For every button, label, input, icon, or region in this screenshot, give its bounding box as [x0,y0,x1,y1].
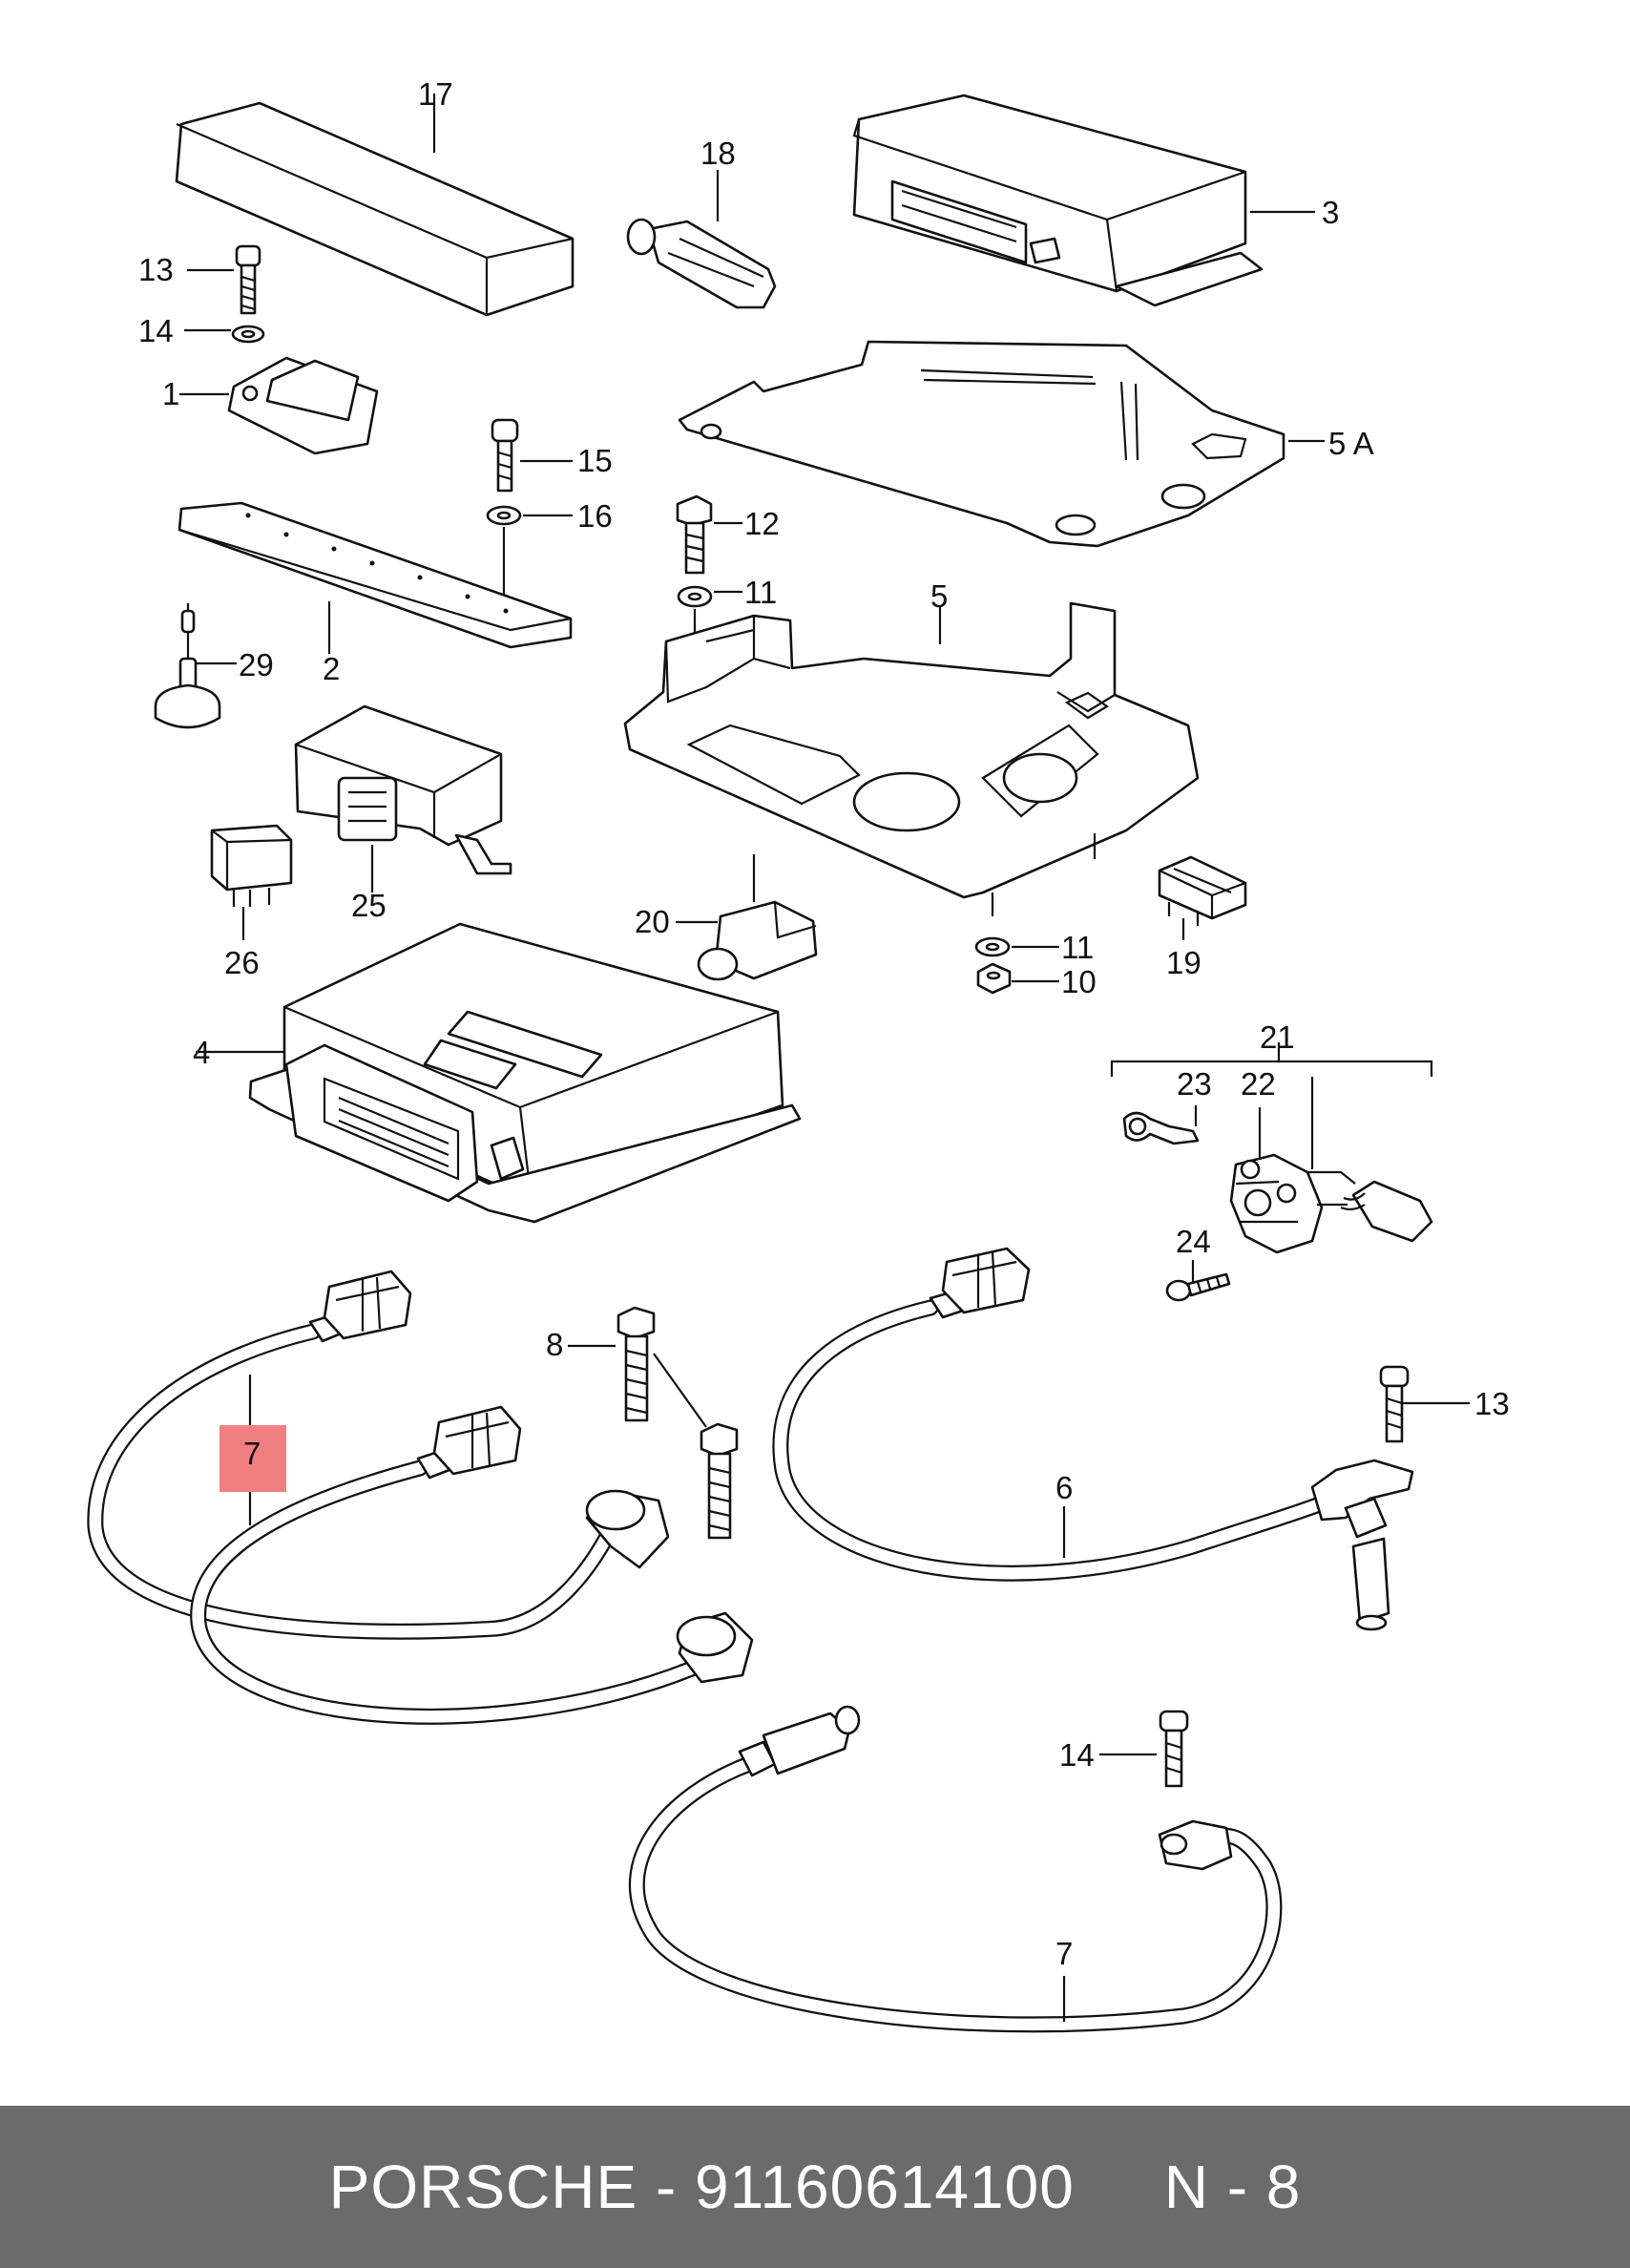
callout-11-lower: 11 [1061,930,1094,965]
callout-8: 7 [243,1436,261,1471]
callout-2: 2 [323,651,340,686]
part-25-clip [1122,1105,1200,1145]
callout-1: 1 [162,376,179,411]
callout-14: 14 [1059,1737,1095,1773]
part-18-washer [486,505,573,603]
part-26-screw [1165,1260,1231,1302]
part-8-knock-sensor-harness [87,1270,754,1725]
callout-20: 18 [700,136,736,171]
part-20-grease-tube [626,170,777,309]
part-5a-plate [678,340,1325,548]
part-4-dme-unit [196,922,802,1224]
part-15-screw [187,244,261,315]
callout-26: 24 [1176,1224,1211,1259]
callout-6: 6 [1055,1470,1073,1505]
callout-23: 21 [1260,1019,1295,1055]
callout-5: 5 [930,578,948,614]
callout-7: 7 [1055,1936,1073,1971]
part-1-ignition-module [179,356,379,455]
callout-22: 20 [635,904,670,939]
part-6-speed-sensor [772,1247,1414,1631]
part-12-bolt [676,494,742,575]
part-5-bracket [623,601,1200,916]
callout-5a: 5 A [1328,426,1374,461]
footer-part-number: PORSCHE - 91160614100 N - 8 [328,2152,1302,2221]
part-7-reference-sensor [628,1705,1283,2033]
callout-24: 22 [1241,1066,1276,1102]
callout-16: 14 [138,313,174,348]
callout-19: 17 [418,76,453,112]
callout-10: 10 [1061,964,1097,999]
part-28-relay [210,824,293,940]
highlight-box [219,1425,286,1492]
footer-bar: PORSCHE - 91160614100 N - 8 [0,2106,1630,2268]
part-11-washer-lower [974,936,1059,957]
callout-21: 19 [1166,945,1202,980]
part-14-screw [1099,1710,1189,1788]
part-3-control-unit [852,94,1315,307]
callout-17: 15 [577,443,613,478]
callout-labels: 17 18 3 13 14 1 5 A 15 16 12 11 5 29 2 2… [138,76,1510,1971]
callout-28: 26 [224,945,260,980]
part-16-washer [184,325,265,344]
part-19-cover [175,94,575,317]
part-11-washer-upper [677,585,742,659]
parts-diagram: 17 18 3 13 14 1 5 A 15 16 12 11 5 29 2 2… [87,76,1510,2033]
part-10-nut [976,962,1059,995]
part-22-sensor [676,854,818,981]
part-23-bracket [1110,1042,1433,1077]
part-2-gasket [178,501,573,654]
callout-12: 12 [744,506,780,541]
callout-9: 8 [546,1327,563,1362]
callout-29: 29 [239,647,274,682]
callout-4: 4 [193,1035,210,1070]
part-29-plug [154,603,237,729]
part-9-bolts [568,1306,739,1540]
callout-13: 13 [1474,1386,1510,1421]
callout-15: 13 [138,252,174,287]
callout-25: 23 [1177,1066,1212,1102]
part-13-screw [1379,1365,1470,1443]
callout-27: 25 [351,888,387,923]
callout-18: 16 [577,498,613,534]
part-17-screw [491,418,573,493]
callout-11-upper: 11 [744,575,777,610]
part-21-connector [1158,855,1247,940]
part-27-relay-box [294,704,512,892]
part-24-sender [1229,1077,1433,1254]
callout-3: 3 [1322,195,1339,230]
